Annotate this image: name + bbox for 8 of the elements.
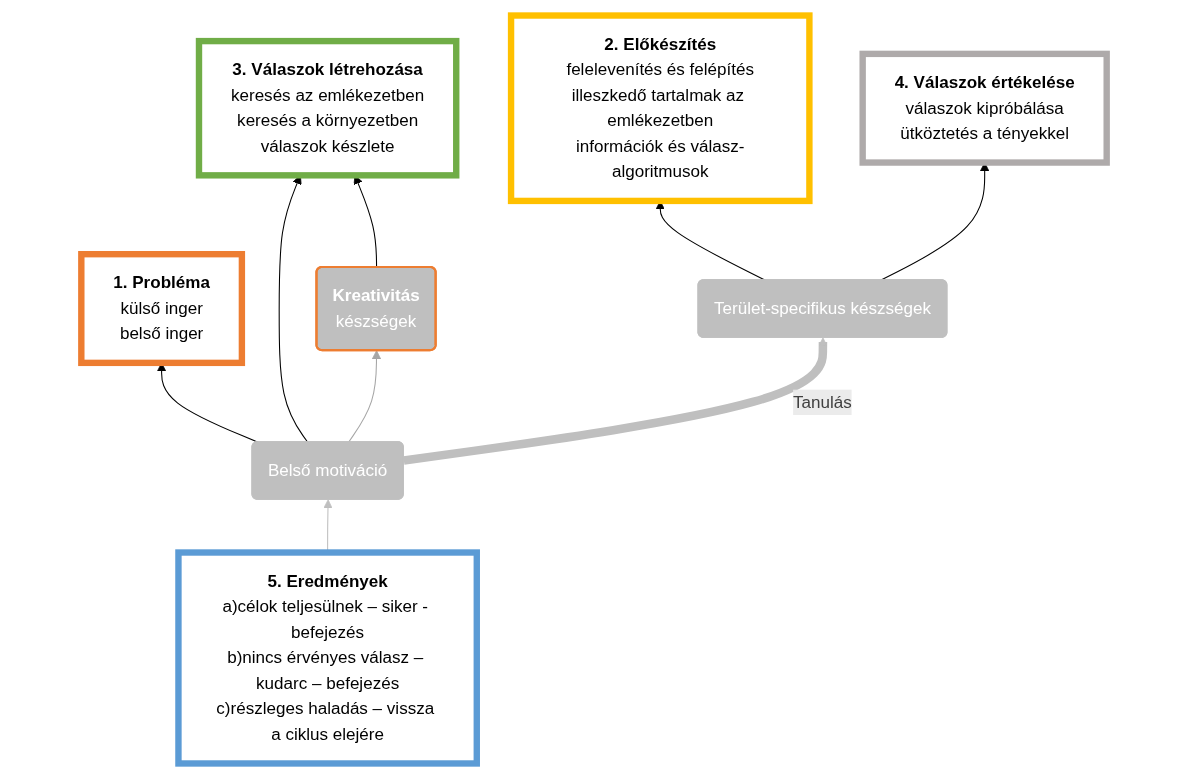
- arrow: [347, 349, 381, 443]
- node-box: 5. Eredmények a)célok teljesülnek – siker - befejezés b)nincs érvényes válasz – kudarc – befejezés c)részleges haladás – vissza a ciklus elejére: [174, 548, 480, 767]
- edge-label: Tanulás: [792, 392, 852, 411]
- node-box: 2. Előkészítés felelevenítés és felépítés illeszkedő tartalmak az emlékezetben információk és válasz-algoritmusok: [507, 11, 813, 204]
- node-box: 1. Probléma külső inger belső inger: [77, 250, 245, 366]
- arrow: [402, 336, 828, 465]
- node-box: 4. Válaszok értékelése válaszok kipróbálása ütköztetés a tényekkel: [858, 50, 1110, 166]
- node-box: 3. Válaszok létrehozása keresés az emlékezetben keresés a környezetben válaszok készlete: [195, 37, 459, 179]
